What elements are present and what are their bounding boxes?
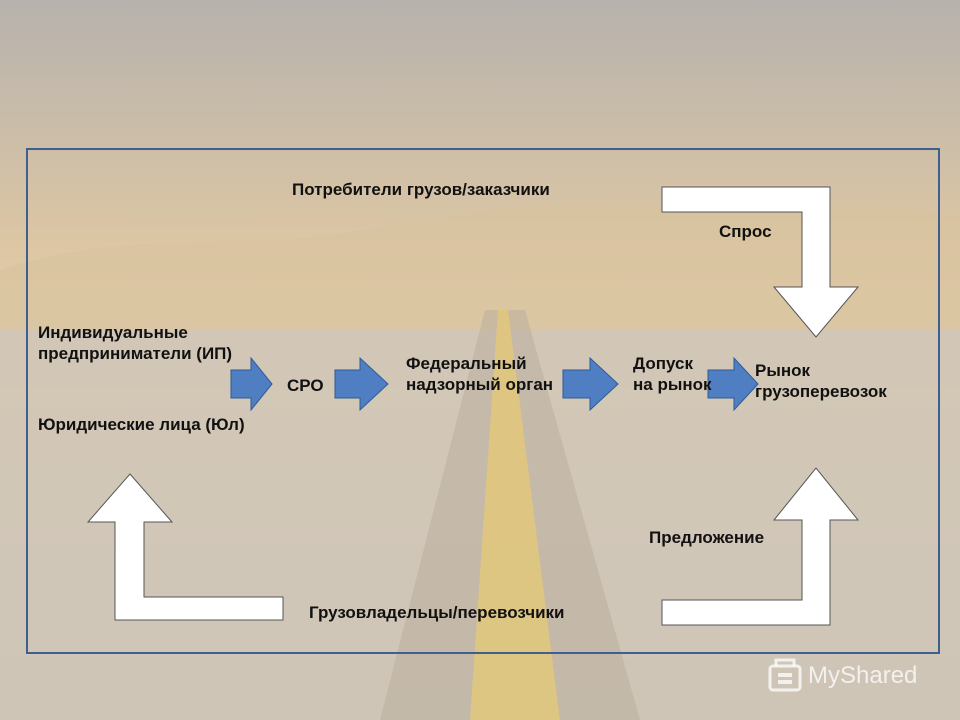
flow-arrow-1 <box>230 356 273 412</box>
admission-label: Допуск на рынок <box>633 354 712 394</box>
owners-arrow <box>86 473 284 621</box>
demand-label: Спрос <box>719 222 772 241</box>
federal-body-label: Федеральный надзорный орган <box>406 354 554 394</box>
market-label: Рынок грузоперевозок <box>755 361 887 401</box>
individuals-label: Индивидуальные предприниматели (ИП) <box>38 323 233 363</box>
diagram-frame <box>26 148 940 654</box>
owners-label: Грузовладельцы/перевозчики <box>309 603 565 622</box>
supply-label: Предложение <box>649 528 765 547</box>
flow-arrow-2 <box>334 356 389 412</box>
watermark-logo <box>768 658 802 692</box>
supply-arrow <box>661 467 860 626</box>
flow-arrow-4 <box>707 356 759 412</box>
sro-label: СРО <box>287 376 324 395</box>
consumers-label: Потребители грузов/заказчики <box>292 180 550 199</box>
flow-arrow-3 <box>562 356 619 412</box>
demand-arrow <box>661 186 860 338</box>
legal-entities-label: Юридические лица (Юл) <box>38 415 245 434</box>
watermark-text: MyShared <box>808 662 918 689</box>
